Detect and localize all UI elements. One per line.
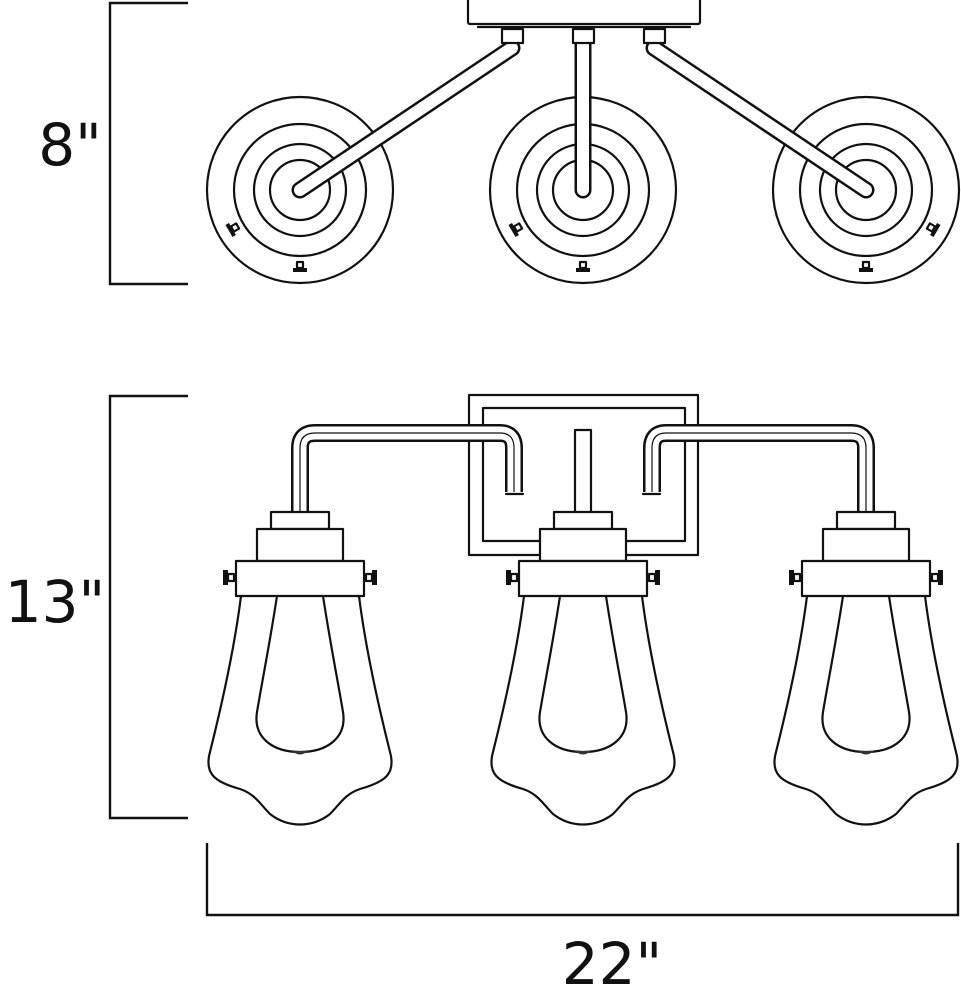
front-arm-center — [573, 428, 593, 516]
dimension-depth: 8" — [38, 1, 188, 286]
dimension-width: 22" — [205, 843, 960, 998]
front-arm-left — [291, 424, 525, 514]
top-view — [207, 0, 959, 283]
width-label: 22" — [562, 930, 662, 998]
height-label: 13" — [5, 568, 105, 636]
dimension-height: 13" — [5, 394, 188, 820]
front-arm-right — [641, 424, 875, 514]
lamp-left — [207, 510, 393, 826]
lamp-right — [773, 510, 959, 826]
lamp-center — [490, 510, 676, 826]
front-view — [207, 393, 959, 826]
arm-right — [642, 27, 875, 199]
arm-left — [291, 27, 525, 199]
canopy-top — [466, 0, 702, 26]
arm-center — [571, 27, 596, 199]
depth-label: 8" — [38, 111, 102, 179]
